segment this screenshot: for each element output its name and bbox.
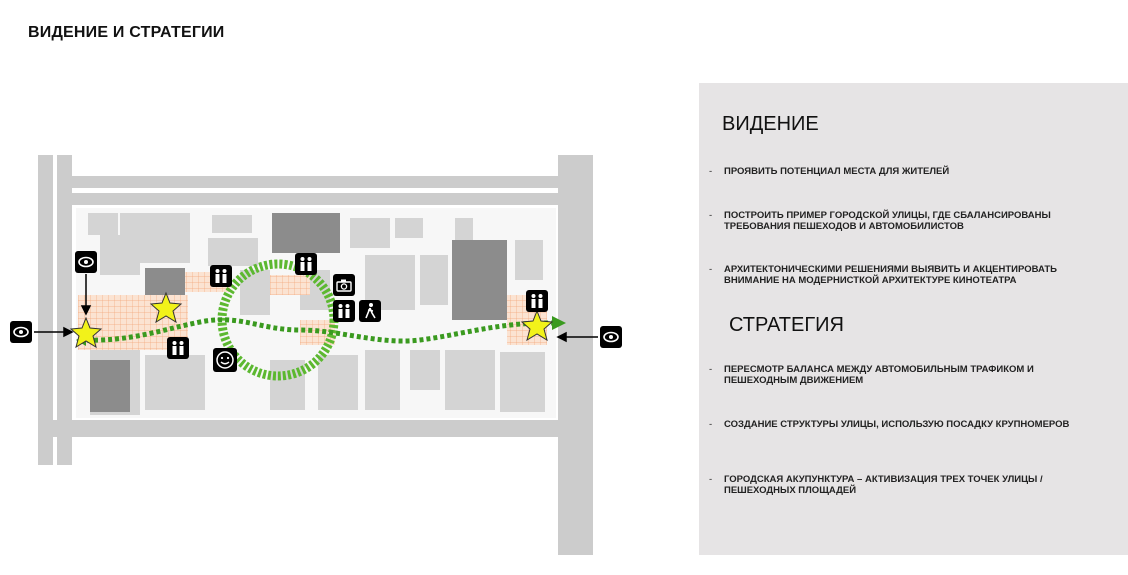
buildings-dark bbox=[90, 213, 507, 412]
pedestrian-route bbox=[79, 317, 553, 344]
people-icon bbox=[210, 265, 232, 287]
people-icon bbox=[526, 290, 548, 312]
arrow-icon bbox=[556, 331, 598, 343]
road-left-inner bbox=[57, 155, 72, 465]
road-bottom bbox=[38, 420, 558, 437]
vision-item: -АРХИТЕКТОНИЧЕСКИМИ РЕШЕНИЯМИ ВЫЯВИТЬ И … bbox=[709, 264, 1058, 286]
star-icon bbox=[520, 309, 554, 342]
road-top-2 bbox=[72, 193, 558, 205]
star-icon bbox=[69, 316, 103, 349]
eye-icon bbox=[10, 321, 32, 343]
vision-item: -ПРОЯВИТЬ ПОТЕНЦИАЛ МЕСТА ДЛЯ ЖИТЕЛЕЙ bbox=[709, 166, 950, 177]
camera-icon bbox=[333, 274, 355, 296]
vision-item: -ПОСТРОИТЬ ПРИМЕР ГОРОДСКОЙ УЛИЦЫ, ГДЕ С… bbox=[709, 210, 1051, 232]
vision-strategy-panel: ВИДЕНИЕ -ПРОЯВИТЬ ПОТЕНЦИАЛ МЕСТА ДЛЯ ЖИ… bbox=[699, 83, 1128, 555]
site-plan-map bbox=[0, 140, 640, 570]
road-left-outer bbox=[38, 155, 53, 465]
people-icon bbox=[295, 253, 317, 275]
people-icon bbox=[167, 337, 189, 359]
buildings-light bbox=[88, 213, 545, 415]
eye-icon bbox=[75, 251, 97, 273]
people-icon bbox=[333, 300, 355, 322]
road-right bbox=[558, 155, 593, 555]
smiley-icon bbox=[213, 348, 237, 372]
plaza-center bbox=[270, 275, 310, 295]
road-top-1 bbox=[72, 176, 558, 188]
arrow-icon bbox=[80, 274, 92, 316]
star-icon bbox=[149, 291, 183, 324]
arrow-icon bbox=[34, 326, 74, 338]
page-title: ВИДЕНИЕ И СТРАТЕГИИ bbox=[28, 24, 225, 41]
strategy-item: -ПЕРЕСМОТР БАЛАНСА МЕЖДУ АВТОМОБИЛЬНЫМ Т… bbox=[709, 364, 1034, 386]
eye-icon bbox=[600, 326, 622, 348]
route-arrow-right bbox=[552, 316, 566, 330]
strategy-item: -СОЗДАНИЕ СТРУКТУРЫ УЛИЦЫ, ИСПОЛЬЗУЮ ПОС… bbox=[709, 419, 1070, 430]
vision-heading: ВИДЕНИЕ bbox=[722, 113, 819, 135]
strategy-heading: СТРАТЕГИЯ bbox=[729, 314, 844, 336]
site-plan-svg bbox=[10, 155, 622, 555]
walking-person-icon bbox=[359, 300, 381, 322]
strategy-item: -ГОРОДСКАЯ АКУПУНКТУРА – АКТИВИЗАЦИЯ ТРЕ… bbox=[709, 474, 1043, 496]
